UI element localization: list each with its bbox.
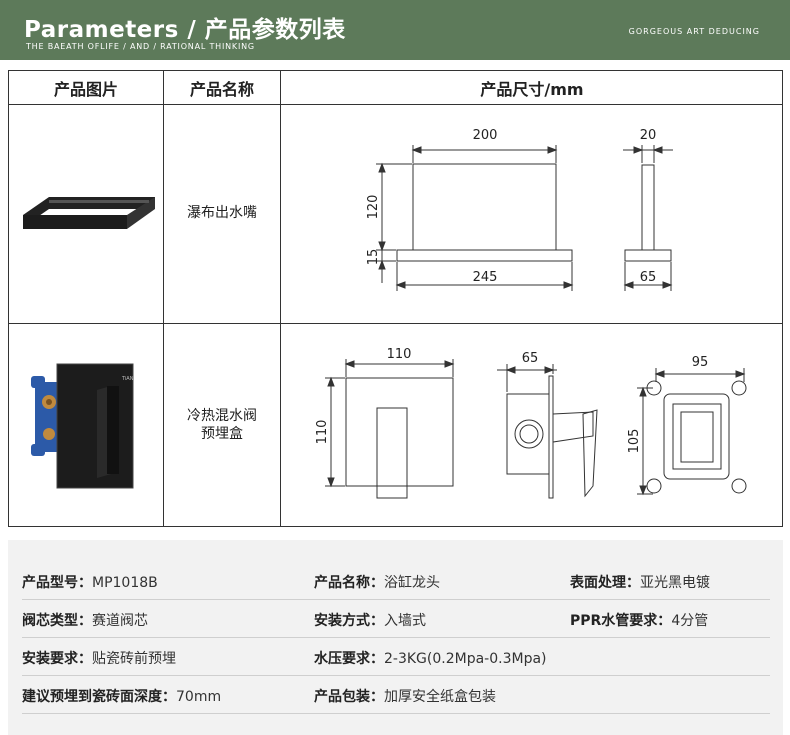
spec-product-name-value: 浴缸龙头 bbox=[384, 575, 440, 591]
product-image-spout bbox=[9, 105, 164, 324]
valve-photo: TiAN bbox=[31, 363, 134, 489]
title-cn: 产品参数列表 bbox=[204, 17, 346, 43]
spec-cartridge-label: 阀芯类型： bbox=[22, 613, 92, 629]
spec-product-name: 产品名称：浴缸龙头 bbox=[314, 572, 440, 592]
product-name-spout: 瀑布出水嘴 bbox=[164, 105, 281, 324]
spec-cartridge: 阀芯类型：赛道阀芯 bbox=[22, 610, 148, 630]
col-header-dimensions: 产品尺寸/mm bbox=[281, 71, 783, 105]
spec-row-3: 安装要求：贴瓷砖前预埋 水压要求：2-3KG(0.2Mpa-0.3Mpa) bbox=[22, 638, 770, 676]
spec-embed-depth: 建议预埋到瓷砖面深度：70mm bbox=[22, 686, 221, 706]
spec-embed-depth-value: 70mm bbox=[176, 689, 222, 705]
dimension-drawing-valve: 110 110 65 95 bbox=[281, 324, 783, 527]
spec-row-1: 产品型号：MP1018B 产品名称：浴缸龙头 表面处理：亚光黑电镀 bbox=[22, 562, 770, 600]
product-table: 产品图片 产品名称 产品尺寸/mm 瀑布出水嘴 200 120 bbox=[8, 70, 783, 527]
dim-spout-front-width: 200 bbox=[473, 128, 498, 143]
dimension-drawing-spout: 200 120 15 245 20 65 bbox=[281, 105, 783, 324]
spout-photo bbox=[23, 197, 155, 229]
product-name-valve: 冷热混水阀 预埋盒 bbox=[164, 324, 281, 527]
product-name-spout-text: 瀑布出水嘴 bbox=[187, 205, 257, 222]
spec-install-method-value: 入墙式 bbox=[384, 613, 426, 629]
dim-spout-base-width: 245 bbox=[473, 270, 498, 285]
title-slash: / bbox=[187, 17, 197, 43]
spec-water-pressure: 水压要求：2-3KG(0.2Mpa-0.3Mpa) bbox=[314, 648, 547, 668]
valve-dimension-drawing: 110 110 65 95 bbox=[315, 347, 747, 499]
spec-cartridge-value: 赛道阀芯 bbox=[92, 613, 148, 629]
spec-row-2: 阀芯类型：赛道阀芯 安装方式：入墙式 PPR水管要求：4分管 bbox=[22, 600, 770, 638]
spec-product-name-label: 产品名称： bbox=[314, 575, 384, 591]
col-header-name: 产品名称 bbox=[164, 71, 281, 105]
dim-spout-height: 120 bbox=[366, 195, 381, 220]
spec-finish-label: 表面处理： bbox=[570, 575, 640, 591]
spec-install-requirement-value: 贴瓷砖前预埋 bbox=[92, 651, 176, 667]
spec-water-pressure-label: 水压要求： bbox=[314, 651, 384, 667]
header-tagline: GORGEOUS ART DEDUCING bbox=[628, 27, 760, 36]
spout-dimension-drawing: 200 120 15 245 20 65 bbox=[366, 128, 673, 291]
spec-ppr-pipe-value: 4分管 bbox=[671, 613, 709, 629]
spec-install-requirement: 安装要求：贴瓷砖前预埋 bbox=[22, 648, 176, 668]
header-subtitle: THE BAEATH OFLIFE / AND / RATIONAL THINK… bbox=[26, 42, 255, 51]
spec-panel: 产品型号：MP1018B 产品名称：浴缸龙头 表面处理：亚光黑电镀 阀芯类型：赛… bbox=[8, 540, 783, 735]
spec-packaging-label: 产品包装： bbox=[314, 689, 384, 705]
dim-spout-side-top: 20 bbox=[640, 128, 657, 143]
header-banner: Parameters / 产品参数列表 THE BAEATH OFLIFE / … bbox=[0, 0, 790, 60]
dim-valve-box-height: 105 bbox=[627, 429, 642, 454]
spec-model: 产品型号：MP1018B bbox=[22, 572, 158, 592]
spec-packaging: 产品包装：加厚安全纸盒包装 bbox=[314, 686, 496, 706]
title-en: Parameters bbox=[24, 17, 179, 43]
dim-valve-box-width: 95 bbox=[692, 355, 709, 370]
col-header-image: 产品图片 bbox=[9, 71, 164, 105]
spec-packaging-value: 加厚安全纸盒包装 bbox=[384, 689, 496, 705]
spec-install-requirement-label: 安装要求： bbox=[22, 651, 92, 667]
spec-finish: 表面处理：亚光黑电镀 bbox=[570, 572, 710, 592]
dim-spout-side-base: 65 bbox=[640, 270, 657, 285]
dim-valve-plate-height: 110 bbox=[315, 420, 330, 445]
header-title: Parameters / 产品参数列表 bbox=[24, 10, 346, 44]
dim-spout-base-height: 15 bbox=[366, 249, 381, 266]
brand-mark: TiAN bbox=[121, 376, 134, 382]
spec-water-pressure-value: 2-3KG(0.2Mpa-0.3Mpa) bbox=[384, 651, 547, 667]
spec-ppr-pipe: PPR水管要求：4分管 bbox=[570, 610, 708, 630]
spec-install-method: 安装方式：入墙式 bbox=[314, 610, 426, 630]
spec-install-method-label: 安装方式： bbox=[314, 613, 384, 629]
spec-model-label: 产品型号： bbox=[22, 575, 92, 591]
dim-valve-plate-width: 110 bbox=[387, 347, 412, 362]
product-image-valve: TiAN bbox=[9, 324, 164, 527]
spec-embed-depth-label: 建议预埋到瓷砖面深度： bbox=[22, 689, 176, 705]
spec-model-value: MP1018B bbox=[92, 575, 158, 591]
spec-ppr-pipe-label: PPR水管要求： bbox=[570, 613, 672, 629]
spec-finish-value: 亚光黑电镀 bbox=[640, 575, 710, 591]
dim-valve-side-depth: 65 bbox=[522, 351, 539, 366]
spec-row-4: 建议预埋到瓷砖面深度：70mm 产品包装：加厚安全纸盒包装 bbox=[22, 676, 770, 714]
product-name-valve-text: 冷热混水阀 预埋盒 bbox=[187, 408, 257, 442]
